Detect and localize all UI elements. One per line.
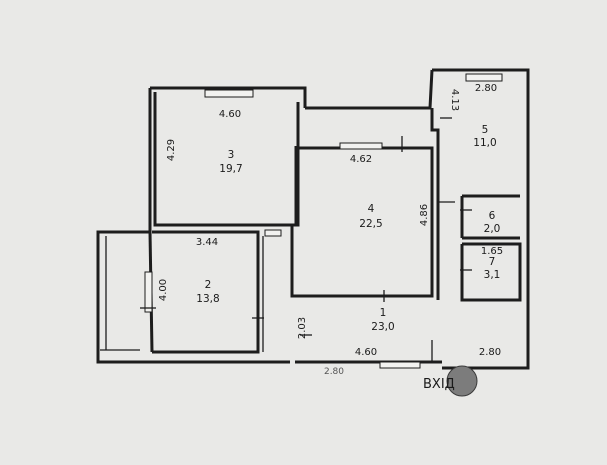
dim-room-2-width: 3.44: [196, 237, 218, 248]
dim-room-5-width: 2.80: [475, 83, 497, 94]
window-room-3: [204, 89, 254, 98]
room-5-number: 5: [482, 124, 489, 136]
dim-room-4-height: 4.86: [419, 204, 430, 226]
dim-room-4-width: 4.62: [350, 154, 372, 165]
room-5-area: 11,0: [473, 137, 496, 149]
dimension-labels: 4.60 4.29 4.62 4.86 3.44 4.00 2.03 4.60 …: [158, 83, 503, 377]
room-6-number: 6: [489, 210, 496, 222]
door-frame: [264, 229, 282, 237]
dim-corridor-height: 2.03: [297, 317, 308, 339]
door-ticks: [140, 117, 472, 362]
dim-corridor-width: 4.60: [355, 347, 377, 358]
window-bottom: [379, 361, 421, 369]
room-3-area: 19,7: [219, 163, 242, 175]
room-1-number: 1: [380, 307, 387, 319]
room-7-area: 3,1: [484, 269, 501, 281]
dim-room-2-height: 4.00: [158, 279, 169, 301]
window-room-5: [465, 73, 503, 82]
room-1-area: 23,0: [371, 321, 394, 333]
dim-room-3-height: 4.29: [166, 139, 177, 161]
room-2-area: 13,8: [196, 293, 219, 305]
dim-bottom-faint: 2.80: [324, 367, 344, 377]
room-4-number: 4: [368, 203, 375, 215]
room-labels: 3 19,7 4 22,5 5 11,0 6 2,0 7 3,1 2 13,8 …: [196, 124, 500, 333]
interior-walls: [100, 92, 522, 354]
entrance-label: ВХІД: [423, 377, 455, 392]
dim-hall-width: 2.80: [479, 347, 501, 358]
room-3-number: 3: [228, 149, 235, 161]
room-4-area: 22,5: [359, 218, 382, 230]
dim-room-3-width: 4.60: [219, 109, 241, 120]
room-6-area: 2,0: [484, 223, 501, 235]
window-room-2: [144, 271, 153, 313]
window-room-4: [339, 142, 383, 150]
dim-room-7-width: 1.65: [481, 246, 503, 257]
room-7-number: 7: [489, 256, 496, 268]
windows: [144, 73, 503, 369]
dim-room-5-height: 4.13: [449, 89, 460, 111]
outer-walls: [96, 68, 530, 370]
room-2-number: 2: [205, 279, 212, 291]
entrance-marker: [446, 365, 478, 397]
